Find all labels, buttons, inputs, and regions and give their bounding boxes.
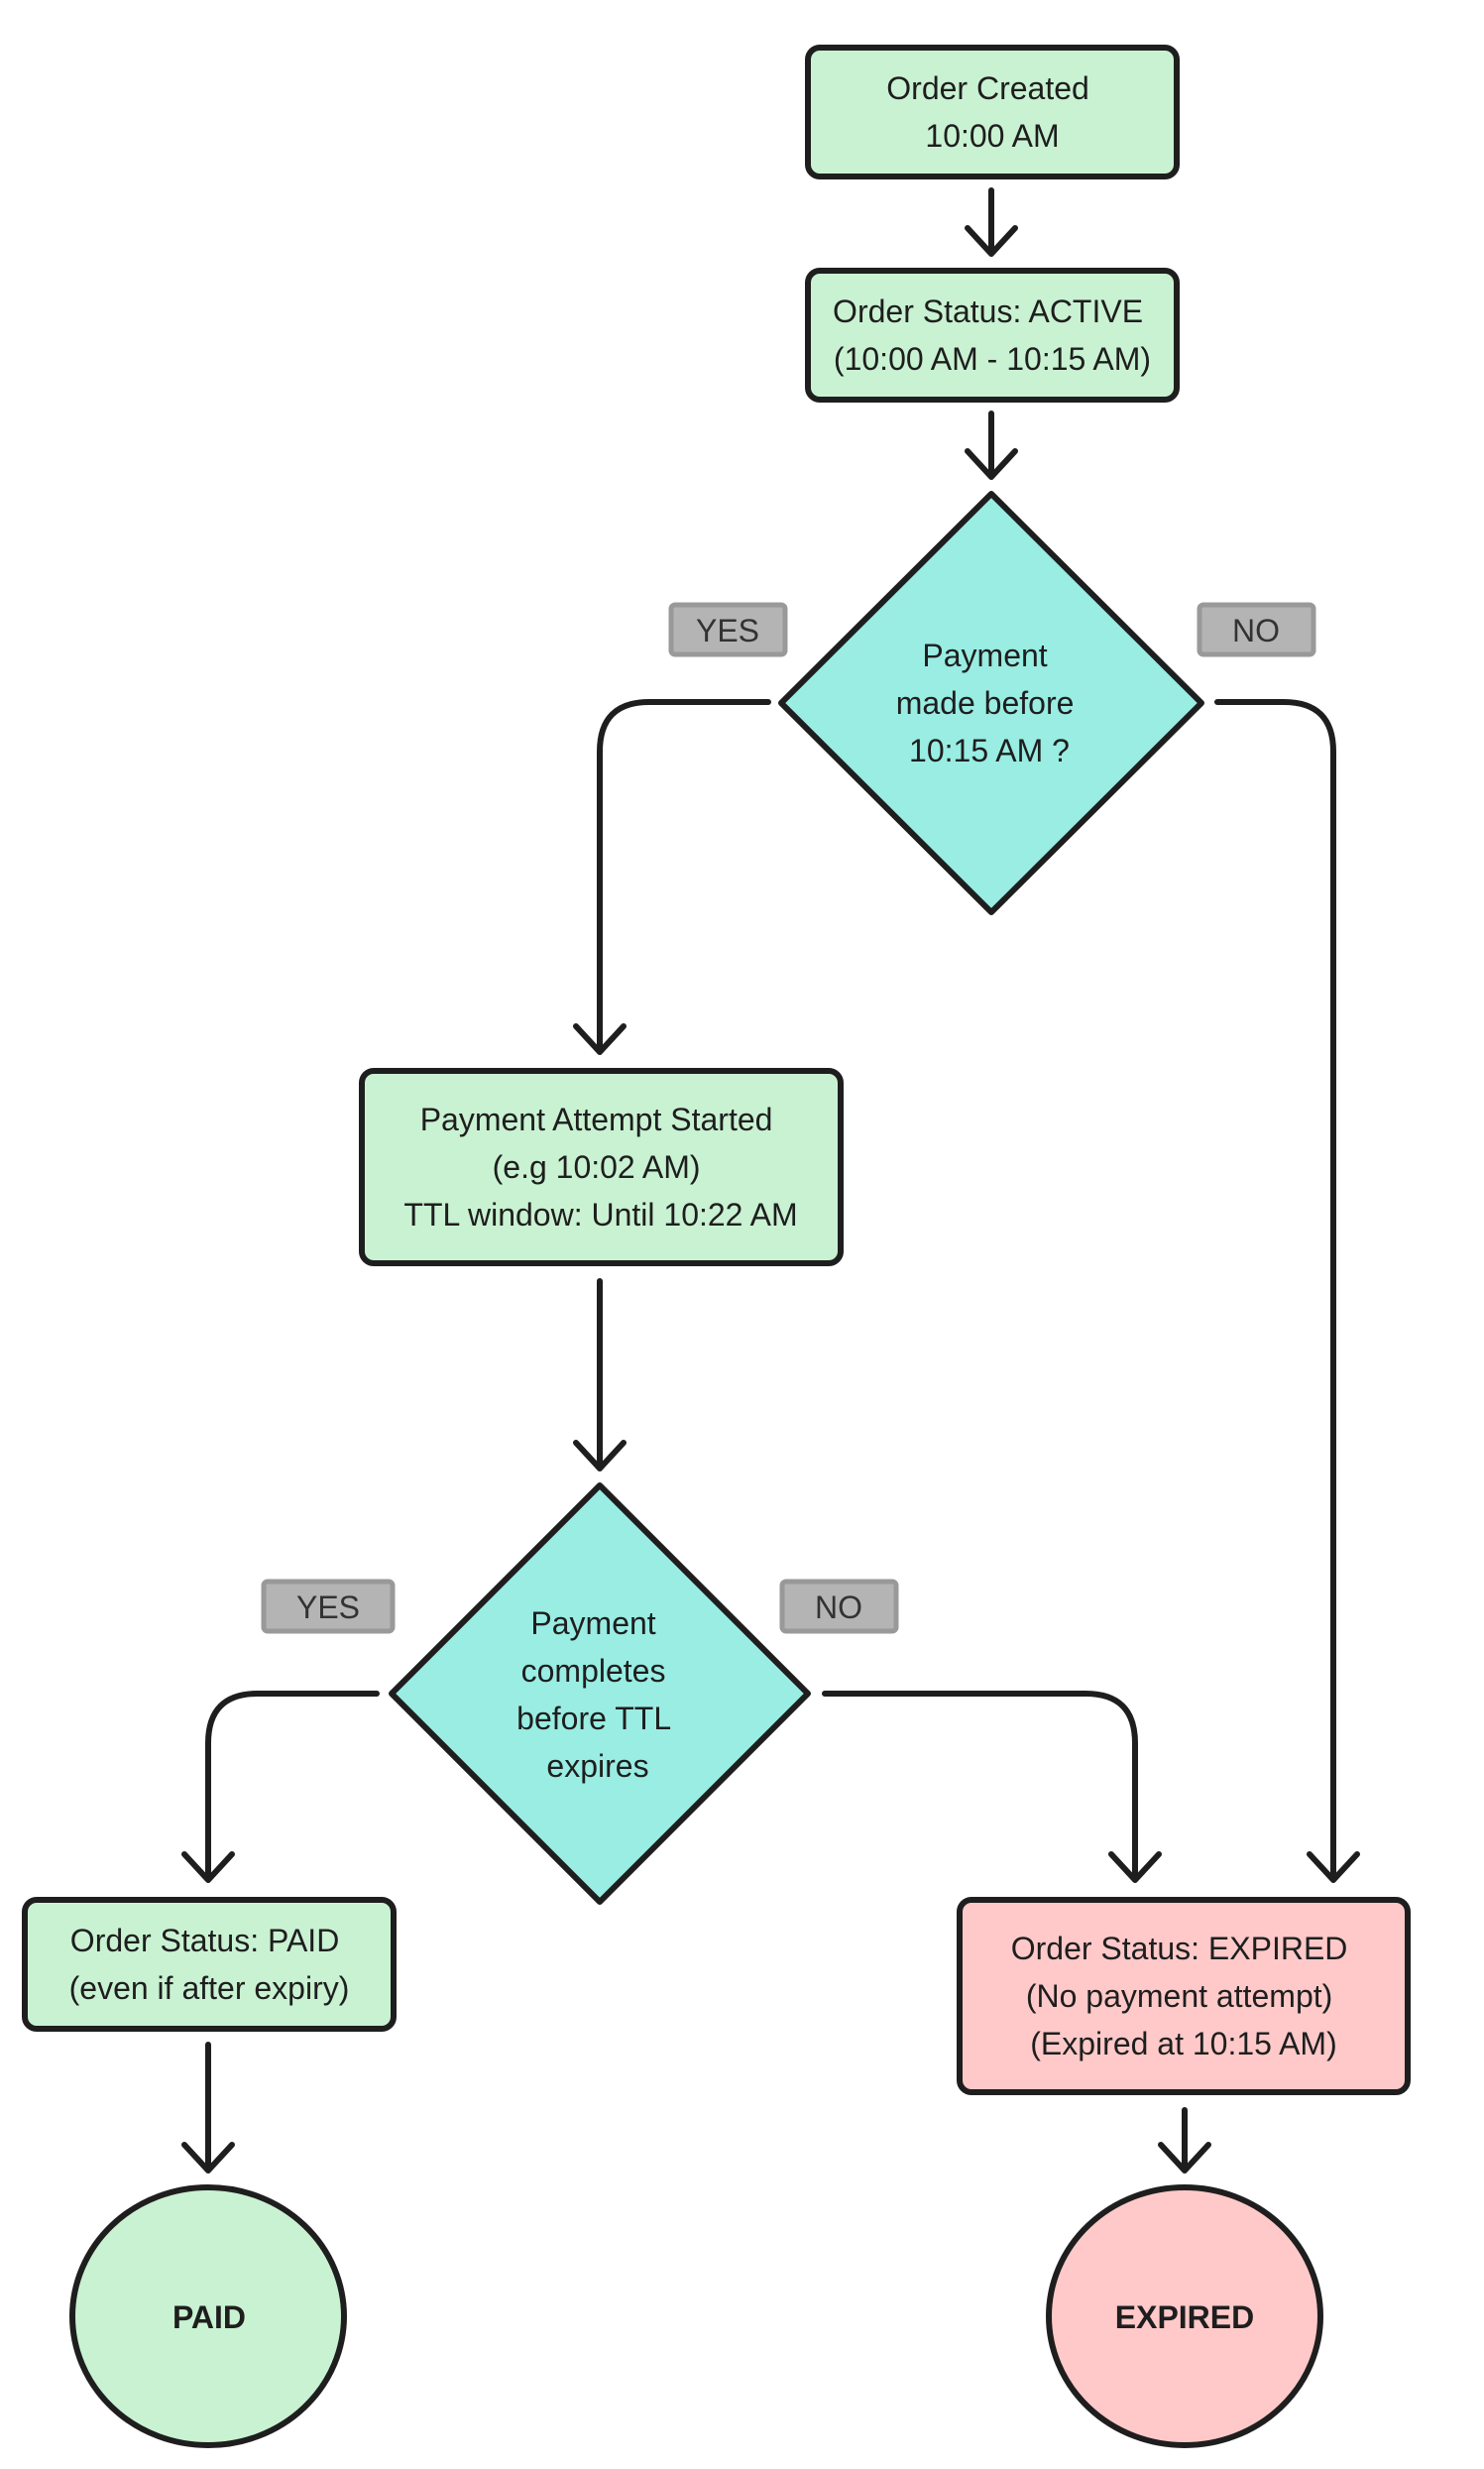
connector-decision2-yes xyxy=(181,1691,380,1883)
decision-text-line: Payment xyxy=(922,638,1047,673)
decision-payment-completes-before-ttl: Payment completes before TTL expires xyxy=(389,1482,811,1905)
edge-label-text: YES xyxy=(296,1589,360,1625)
svg-text:Order Status: PAID (even: Order Status: PAID (even if after expiry… xyxy=(69,1923,350,2006)
node-text-line: TTL window: Until 10:22 AM xyxy=(403,1197,797,1233)
decision-text-line: completes xyxy=(521,1653,666,1689)
edge-label-decision2-no: NO xyxy=(779,1579,899,1634)
node-text-line: Order Status: EXPIRED xyxy=(1011,1931,1348,1966)
node-text-line: (Expired at 10:15 AM) xyxy=(1030,2026,1336,2061)
svg-text:Order Status: EXPIRED (N: Order Status: EXPIRED (No payment attemp… xyxy=(1011,1931,1357,2061)
connector-decision2-no xyxy=(822,1691,1162,1883)
decision-payment-made-before-expiry: Payment made before 10:15 AM ? xyxy=(778,491,1204,915)
connector-paid-to-terminal xyxy=(181,2042,235,2174)
node-status-active: Order Status: ACTIVE (10:00 AM - 10:15 A… xyxy=(805,268,1180,403)
terminal-expired: EXPIRED xyxy=(1046,2184,1323,2448)
node-text-line: Order Status: ACTIVE xyxy=(833,294,1143,329)
edge-label-text: NO xyxy=(1232,613,1280,648)
svg-text:Order Status: ACTIVE (10: Order Status: ACTIVE (10:00 AM - 10:15 A… xyxy=(833,294,1152,377)
decision-text-line: before TTL xyxy=(516,1701,670,1736)
svg-text:Payment completes: Payment completes before TTL expires xyxy=(516,1605,679,1784)
node-text-line: (No payment attempt) xyxy=(1026,1978,1332,2014)
node-status-expired: Order Status: EXPIRED (No payment attemp… xyxy=(957,1897,1411,2095)
edge-label-text: YES xyxy=(696,613,759,648)
node-text-line: (e.g 10:02 AM) xyxy=(493,1149,701,1185)
node-order-created: Order Created 10:00 AM xyxy=(805,45,1180,179)
connectors xyxy=(181,187,1360,2174)
terminal-label: PAID xyxy=(172,2299,246,2335)
svg-text:Payment Attempt Started: Payment Attempt Started (e.g 10:02 AM) T… xyxy=(403,1102,797,1233)
edge-label-decision1-no: NO xyxy=(1197,602,1316,657)
connector-decision1-no xyxy=(1214,699,1360,1883)
decision-text-line: expires xyxy=(546,1748,648,1784)
node-text-line: (10:00 AM - 10:15 AM) xyxy=(834,341,1151,377)
connector-active-to-decision1 xyxy=(965,411,1018,480)
edge-label-decision2-yes: YES xyxy=(261,1579,396,1634)
connector-created-to-active xyxy=(965,187,1018,257)
svg-text:Order Created 10:00 AM: Order Created 10:00 AM xyxy=(886,70,1097,154)
terminal-label: EXPIRED xyxy=(1115,2299,1254,2335)
node-text-line: (even if after expiry) xyxy=(69,1970,350,2006)
svg-text:Payment made before: Payment made before 10:15 AM ? xyxy=(896,638,1084,768)
edge-label-decision1-yes: YES xyxy=(668,602,788,657)
connector-decision1-yes xyxy=(573,699,771,1055)
edge-label-text: NO xyxy=(815,1589,862,1625)
connector-expired-to-terminal xyxy=(1158,2107,1211,2174)
connector-attempt-to-decision2 xyxy=(573,1278,627,1471)
decision-text-line: Payment xyxy=(530,1605,655,1641)
decision-text-line: made before xyxy=(896,685,1075,721)
node-payment-attempt: Payment Attempt Started (e.g 10:02 AM) T… xyxy=(359,1068,844,1266)
node-text-line: Payment Attempt Started xyxy=(420,1102,773,1137)
terminal-paid: PAID xyxy=(69,2184,347,2448)
decision-text-line: 10:15 AM ? xyxy=(909,733,1070,768)
node-text-line: Order Status: PAID xyxy=(70,1923,340,1958)
node-text-line: Order Created xyxy=(886,70,1089,106)
node-status-paid: Order Status: PAID (even if after expiry… xyxy=(22,1897,397,2032)
node-text-line: 10:00 AM xyxy=(925,118,1059,154)
